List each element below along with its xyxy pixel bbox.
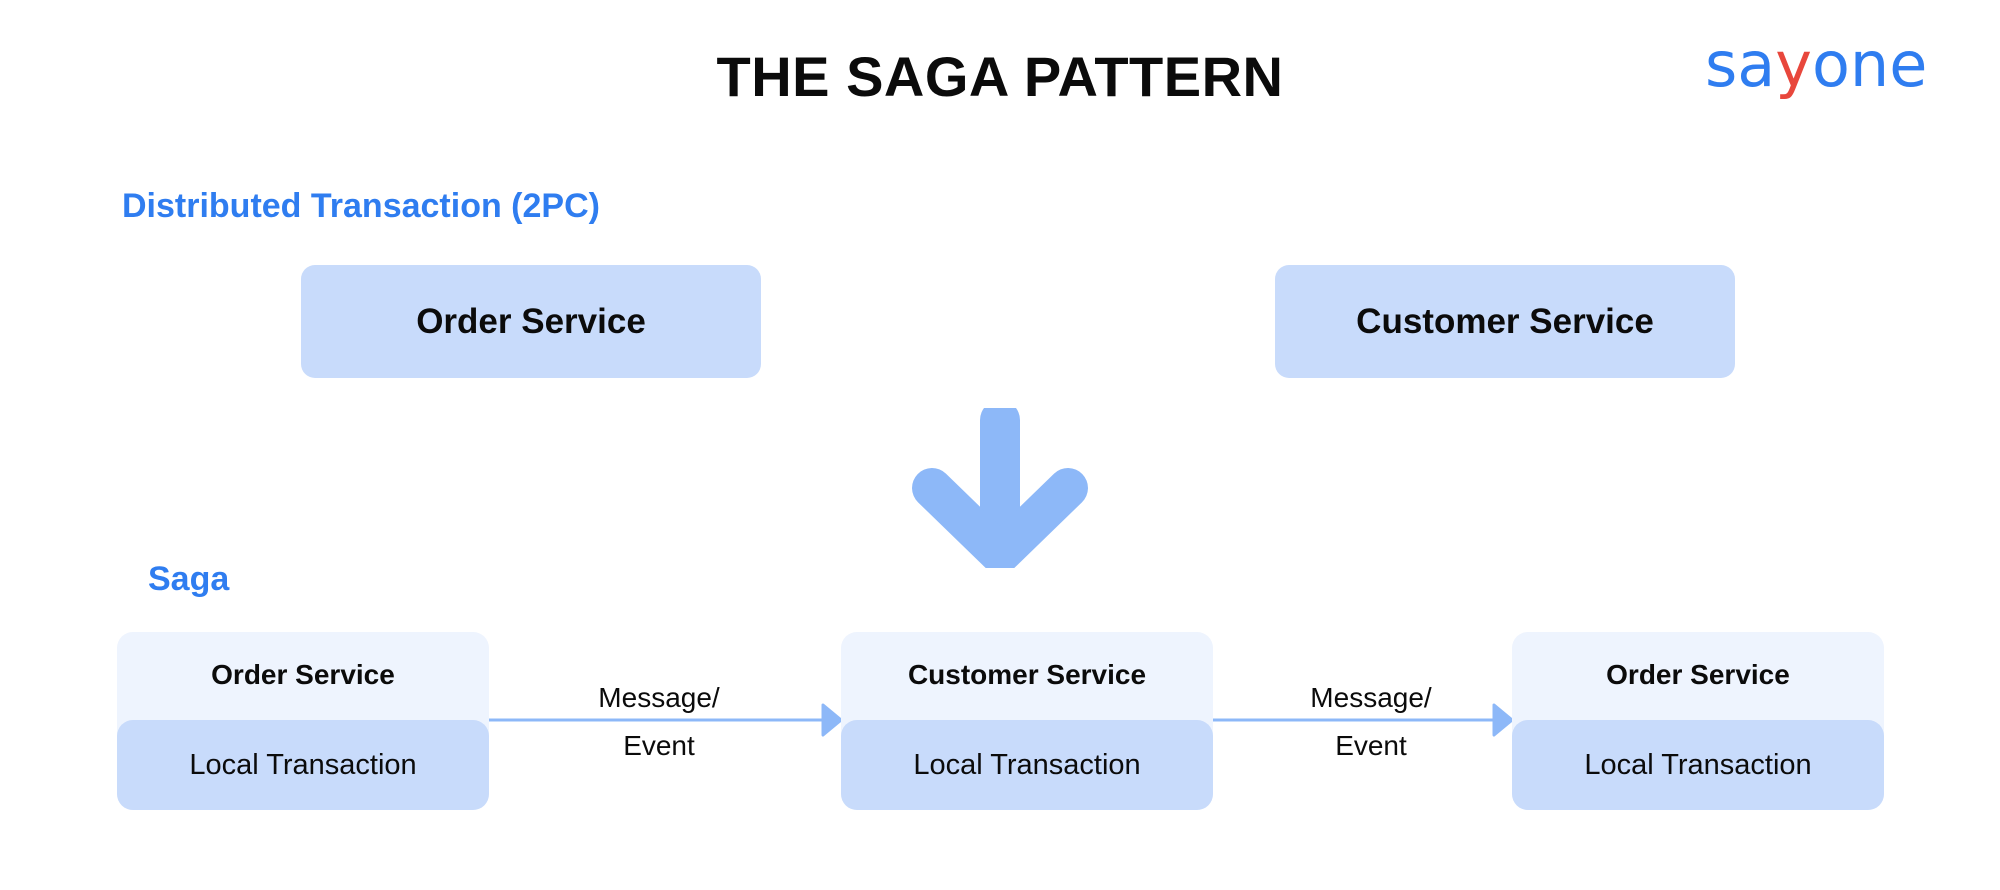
- distributed-transaction-label: Distributed Transaction (2PC): [122, 187, 600, 225]
- local-transaction-label: Local Transaction: [189, 748, 417, 781]
- saga-label: Saga: [148, 560, 230, 598]
- local-transaction-box: Local Transaction: [841, 720, 1213, 810]
- saga-step-order-service: Order Service Local Transaction: [117, 632, 489, 810]
- step-service-name: Order Service: [1606, 659, 1790, 690]
- message-text: Message/: [1310, 682, 1432, 713]
- page-title: THE SAGA PATTERN: [716, 45, 1284, 108]
- logo-text-end: one: [1812, 28, 1927, 101]
- local-transaction-box: Local Transaction: [117, 720, 489, 810]
- arrow-right-icon: [1213, 703, 1512, 737]
- arrow-right-icon: [489, 703, 841, 737]
- local-transaction-label: Local Transaction: [913, 748, 1141, 781]
- event-text: Event: [623, 730, 695, 761]
- brand-logo: sayone: [1705, 22, 1965, 112]
- order-service-box: Order Service: [301, 265, 761, 378]
- saga-step-order-service-final: Order Service Local Transaction: [1512, 632, 1884, 810]
- message-event-label: Message/ Event: [489, 674, 829, 770]
- step-service-name: Order Service: [211, 659, 395, 690]
- message-text: Message/: [598, 682, 720, 713]
- step-service-name: Customer Service: [907, 659, 1147, 690]
- svg-text:sayone: sayone: [1705, 28, 1927, 101]
- message-event-label: Message/ Event: [1213, 674, 1529, 770]
- customer-service-label: Customer Service: [1356, 301, 1654, 341]
- logo-mark: y: [1775, 28, 1812, 101]
- arrow-down-icon: [912, 408, 1088, 568]
- local-transaction-label: Local Transaction: [1584, 748, 1812, 781]
- order-service-label: Order Service: [416, 301, 646, 341]
- local-transaction-box: Local Transaction: [1512, 720, 1884, 810]
- logo-text-start: sa: [1705, 28, 1775, 101]
- customer-service-box: Customer Service: [1275, 265, 1735, 378]
- event-text: Event: [1335, 730, 1407, 761]
- saga-step-customer-service: Customer Service Local Transaction: [841, 632, 1213, 810]
